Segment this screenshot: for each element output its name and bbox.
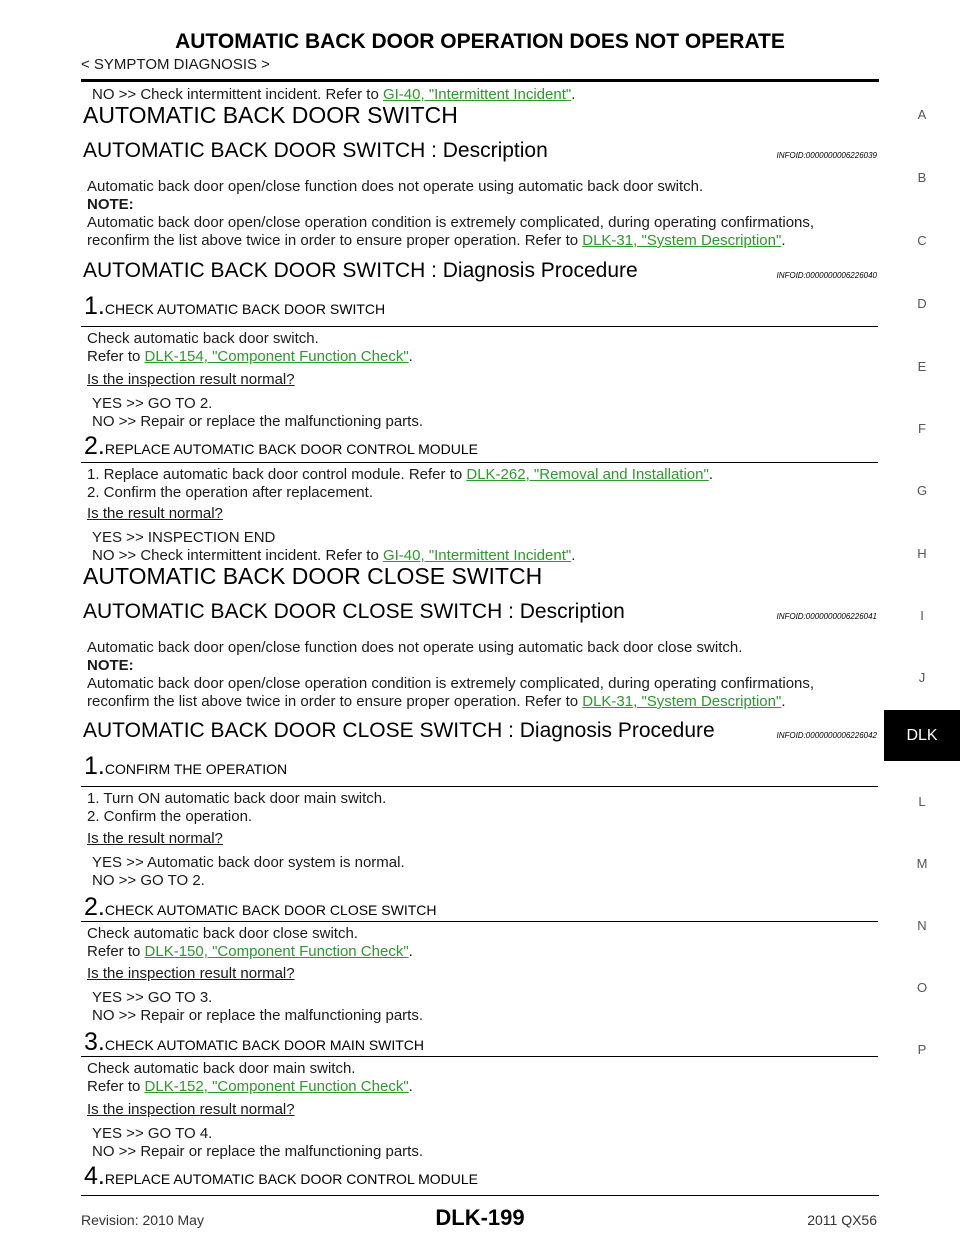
side-index-dlk-active[interactable]: DLK [884, 710, 960, 761]
page-number: DLK-199 [435, 1205, 525, 1230]
step-refer: Refer to DLK-150, "Component Function Ch… [87, 943, 413, 960]
step-text: Check automatic back door main switch. [87, 1060, 356, 1077]
side-index-f[interactable]: F [918, 421, 926, 436]
link-dlk-150[interactable]: DLK-150, "Component Function Check" [144, 943, 409, 960]
footer-rule [81, 1195, 879, 1196]
yes-result: YES >> INSPECTION END [92, 529, 276, 546]
side-index-n[interactable]: N [917, 918, 927, 933]
description-heading: AUTOMATIC BACK DOOR CLOSE SWITCH : Descr… [83, 600, 625, 623]
info-id: INFOID:0000000006226041 [776, 612, 877, 621]
link-dlk-262[interactable]: DLK-262, "Removal and Installation" [466, 466, 709, 483]
note-text-refer: reconfirm the list above twice in order … [87, 232, 786, 249]
link-dlk-31[interactable]: DLK-31, "System Description" [582, 693, 782, 710]
result-question: Is the result normal? [87, 830, 223, 847]
link-dlk-154[interactable]: DLK-154, "Component Function Check" [144, 348, 409, 365]
diagnosis-heading: AUTOMATIC BACK DOOR SWITCH : Diagnosis P… [83, 259, 638, 282]
no-result: NO >> Repair or replace the malfunctioni… [92, 413, 424, 430]
link-gi-40[interactable]: GI-40, "Intermittent Incident" [382, 86, 572, 103]
section-heading-close-switch: AUTOMATIC BACK DOOR CLOSE SWITCH [83, 563, 543, 589]
info-id: INFOID:0000000006226039 [776, 151, 877, 160]
step-text: Check automatic back door switch. [87, 330, 319, 347]
side-index-o[interactable]: O [916, 980, 928, 995]
top-no-line: NO >> Check intermittent incident. Refer… [92, 86, 576, 103]
side-index-g[interactable]: G [916, 483, 928, 498]
page-title: AUTOMATIC BACK DOOR OPERATION DOES NOT O… [175, 30, 785, 53]
section-subtitle: < SYMPTOM DIAGNOSIS > [81, 56, 270, 73]
description-text: Automatic back door open/close function … [87, 178, 704, 195]
side-index-m[interactable]: M [916, 856, 928, 871]
yes-result: YES >> GO TO 4. [92, 1125, 213, 1142]
step-refer: Refer to DLK-152, "Component Function Ch… [87, 1078, 413, 1095]
description-text: Automatic back door open/close function … [87, 639, 743, 656]
inspection-question: Is the inspection result normal? [87, 965, 295, 982]
step-rule [81, 921, 878, 922]
header-rule [81, 79, 879, 82]
step-heading: 2.REPLACE AUTOMATIC BACK DOOR CONTROL MO… [84, 432, 478, 460]
step-rule [81, 462, 878, 463]
step-text: 2. Confirm the operation. [87, 808, 253, 825]
note-text-refer: reconfirm the list above twice in order … [87, 693, 786, 710]
step-refer: Refer to DLK-154, "Component Function Ch… [87, 348, 413, 365]
no-result: NO >> Check intermittent incident. Refer… [92, 547, 576, 564]
side-index-j[interactable]: J [918, 670, 926, 685]
yes-result: YES >> GO TO 3. [92, 989, 213, 1006]
step-heading: 2.CHECK AUTOMATIC BACK DOOR CLOSE SWITCH [84, 893, 437, 921]
diagnosis-heading: AUTOMATIC BACK DOOR CLOSE SWITCH : Diagn… [83, 719, 715, 742]
note-label: NOTE: [87, 657, 134, 674]
no-result: NO >> GO TO 2. [92, 872, 205, 889]
side-index-i[interactable]: I [920, 608, 924, 623]
result-question: Is the result normal? [87, 505, 223, 522]
step-text: 1. Turn ON automatic back door main swit… [87, 790, 387, 807]
revision-text: Revision: 2010 May [81, 1212, 204, 1228]
section-heading-switch: AUTOMATIC BACK DOOR SWITCH [83, 102, 458, 128]
side-index-h[interactable]: H [917, 546, 927, 561]
note-label: NOTE: [87, 196, 134, 213]
no-result: NO >> Repair or replace the malfunctioni… [92, 1143, 424, 1160]
note-text: Automatic back door open/close operation… [87, 675, 815, 692]
side-index-a[interactable]: A [917, 107, 927, 122]
step-heading: 1.CONFIRM THE OPERATION [84, 752, 288, 780]
yes-result: YES >> GO TO 2. [92, 395, 213, 412]
step-text: 1. Replace automatic back door control m… [87, 466, 713, 483]
side-index-c[interactable]: C [917, 233, 927, 248]
step-heading: 4.REPLACE AUTOMATIC BACK DOOR CONTROL MO… [84, 1162, 478, 1190]
side-index-d[interactable]: D [917, 296, 927, 311]
side-index-b[interactable]: B [917, 170, 927, 185]
step-text: 2. Confirm the operation after replaceme… [87, 484, 373, 501]
side-index-p[interactable]: P [917, 1042, 927, 1057]
side-index-l[interactable]: L [918, 794, 926, 809]
inspection-question: Is the inspection result normal? [87, 1101, 295, 1118]
step-heading: 1.CHECK AUTOMATIC BACK DOOR SWITCH [84, 292, 386, 320]
step-rule [81, 1056, 878, 1057]
description-heading: AUTOMATIC BACK DOOR SWITCH : Description [83, 139, 548, 162]
info-id: INFOID:0000000006226042 [776, 731, 877, 740]
step-heading: 3.CHECK AUTOMATIC BACK DOOR MAIN SWITCH [84, 1028, 425, 1056]
inspection-question: Is the inspection result normal? [87, 371, 295, 388]
step-text: Check automatic back door close switch. [87, 925, 358, 942]
info-id: INFOID:0000000006226040 [776, 271, 877, 280]
no-result: NO >> Repair or replace the malfunctioni… [92, 1007, 424, 1024]
side-index-e[interactable]: E [917, 359, 927, 374]
model-text: 2011 QX56 [807, 1212, 877, 1228]
link-gi-40[interactable]: GI-40, "Intermittent Incident" [382, 547, 572, 564]
link-dlk-31[interactable]: DLK-31, "System Description" [582, 232, 782, 249]
link-dlk-152[interactable]: DLK-152, "Component Function Check" [144, 1078, 409, 1095]
step-rule [81, 786, 878, 787]
note-text: Automatic back door open/close operation… [87, 214, 815, 231]
step-rule [81, 326, 878, 327]
yes-result: YES >> Automatic back door system is nor… [92, 854, 405, 871]
